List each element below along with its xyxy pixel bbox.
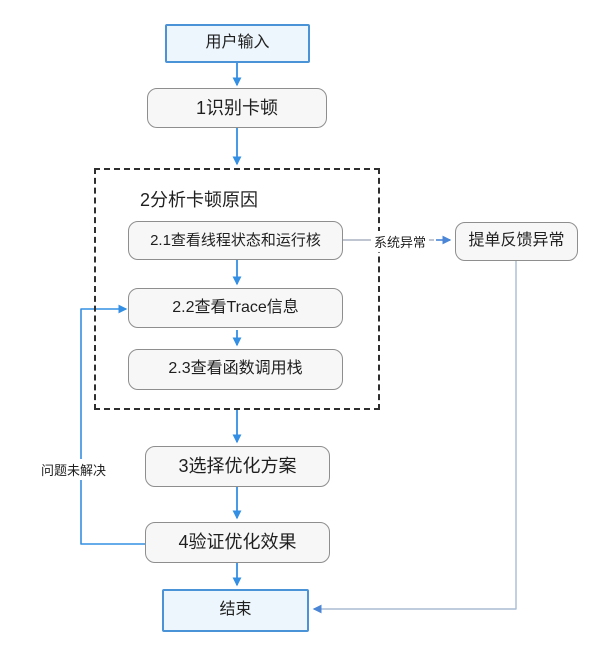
group-title: 2分析卡顿原因 — [140, 190, 259, 210]
node-check-call-stack: 2.3查看函数调用栈 — [128, 349, 343, 390]
node-user-input: 用户输入 — [165, 24, 310, 63]
node-report-ticket: 提单反馈异常 — [455, 222, 578, 261]
node-end: 结束 — [162, 589, 309, 632]
group-analyze-cause: 2分析卡顿原因 — [94, 168, 380, 410]
node-verify-optimization: 4验证优化效果 — [145, 522, 330, 563]
node-select-optimization: 3选择优化方案 — [145, 446, 330, 487]
edge-label-problem-unsolved: 问题未解决 — [38, 459, 110, 480]
node-identify-lag: 1识别卡顿 — [147, 88, 327, 128]
edge-label-system-exception: 系统异常 — [371, 231, 430, 252]
node-check-trace-info: 2.2查看Trace信息 — [128, 288, 343, 328]
node-check-thread-status: 2.1查看线程状态和运行核 — [128, 221, 343, 260]
